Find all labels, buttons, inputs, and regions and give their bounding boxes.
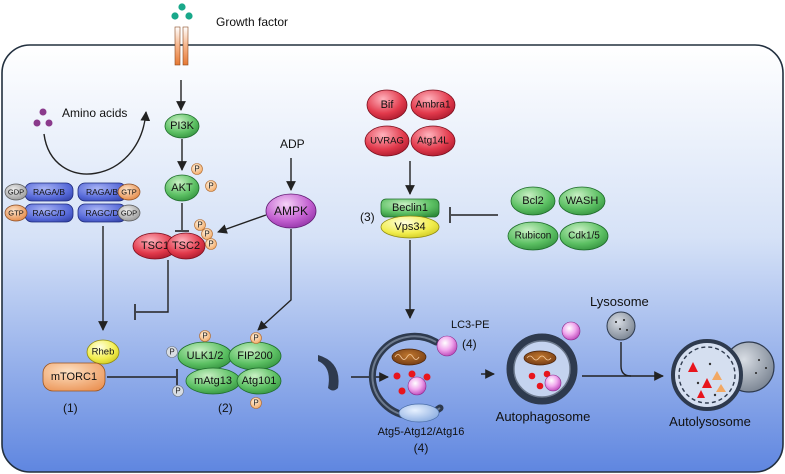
atg5-atg12-atg16-complex bbox=[398, 403, 440, 423]
svg-text:P: P bbox=[197, 221, 202, 230]
phagophore-crescent bbox=[318, 355, 339, 391]
svg-text:Atg101: Atg101 bbox=[242, 375, 277, 387]
svg-text:Bif: Bif bbox=[381, 99, 395, 111]
tsc-inhibits-rheb-line bbox=[136, 260, 169, 313]
growth-factor-label: Growth factor bbox=[216, 15, 288, 29]
svg-text:P: P bbox=[169, 348, 174, 357]
step-1-label: (1) bbox=[63, 401, 78, 415]
svg-text:Vps34: Vps34 bbox=[394, 221, 425, 233]
step-4a-label: (4) bbox=[462, 337, 477, 351]
autolysosome bbox=[671, 339, 775, 411]
svg-text:P: P bbox=[175, 387, 180, 396]
svg-text:WASH: WASH bbox=[566, 195, 599, 207]
lysosome-label: Lysosome bbox=[590, 294, 649, 309]
svg-text:UVRAG: UVRAG bbox=[370, 136, 404, 147]
svg-text:RAGA/B: RAGA/B bbox=[86, 187, 118, 197]
growth-factor-ligand bbox=[171, 3, 193, 20]
svg-text:P: P bbox=[202, 332, 207, 341]
ulk-complex: ULK1/2 FIP200 mAtg13 Atg101 P P P P P bbox=[166, 330, 282, 409]
svg-text:P: P bbox=[208, 182, 213, 191]
svg-text:TSC1: TSC1 bbox=[141, 240, 169, 252]
svg-text:Rubicon: Rubicon bbox=[515, 231, 552, 242]
svg-text:Bcl2: Bcl2 bbox=[522, 195, 543, 207]
svg-text:RAGC/D: RAGC/D bbox=[85, 208, 118, 218]
tsc-complex: TSC1 TSC2 P P P bbox=[132, 219, 217, 260]
step-2-label: (2) bbox=[218, 401, 233, 415]
svg-text:Rheb: Rheb bbox=[92, 347, 115, 358]
svg-text:GDP: GDP bbox=[121, 209, 137, 218]
lysosome bbox=[606, 311, 636, 341]
svg-text:Atg14L: Atg14L bbox=[417, 136, 449, 147]
svg-text:ULK1/2: ULK1/2 bbox=[187, 350, 224, 362]
svg-text:P: P bbox=[208, 240, 213, 249]
growth-factor-receptor bbox=[174, 26, 189, 66]
svg-text:Ambra1: Ambra1 bbox=[415, 100, 450, 111]
svg-text:GTP: GTP bbox=[121, 188, 136, 197]
amino-acid-uptake-arrow bbox=[43, 111, 151, 175]
svg-text:mAtg13: mAtg13 bbox=[194, 375, 232, 387]
svg-text:AMPK: AMPK bbox=[274, 204, 308, 218]
svg-text:GDP: GDP bbox=[8, 188, 24, 197]
atg-complex-label: Atg5-Atg12/Atg16 bbox=[378, 426, 465, 438]
adp-label: ADP bbox=[280, 137, 305, 151]
svg-text:GTP: GTP bbox=[8, 209, 23, 218]
beclin-inhibitors: Bcl2 WASH Rubicon Cdk1/5 bbox=[507, 186, 609, 251]
ampk-to-ulk-arrow bbox=[257, 229, 292, 331]
beclin-vps34-complex: Beclin1 Vps34 bbox=[380, 198, 440, 239]
autolysosome-label: Autolysosome bbox=[669, 414, 751, 429]
amino-acids-label: Amino acids bbox=[62, 106, 127, 120]
svg-text:RAGA/B: RAGA/B bbox=[33, 187, 65, 197]
rag-complex: RAGA/B RAGC/D RAGA/B RAGC/D GDP GTP GTP … bbox=[4, 182, 141, 223]
svg-text:P: P bbox=[253, 334, 258, 343]
svg-text:P: P bbox=[204, 230, 209, 239]
svg-text:Beclin1: Beclin1 bbox=[392, 202, 428, 214]
autophagosome bbox=[506, 321, 581, 405]
autophagosome-label: Autophagosome bbox=[496, 409, 591, 424]
beclin-activators: Bif Ambra1 UVRAG Atg14L bbox=[364, 89, 456, 157]
akt-phospho: P P bbox=[191, 163, 217, 192]
svg-text:P: P bbox=[194, 165, 199, 174]
amino-acids-molecules bbox=[33, 108, 53, 127]
pi3k-node: PI3K bbox=[164, 113, 200, 139]
ampk-to-tsc-arrow bbox=[217, 214, 267, 234]
lc3-pe-label: LC3-PE bbox=[451, 319, 490, 331]
rheb-node: Rheb bbox=[86, 339, 120, 365]
akt-node: AKT bbox=[164, 174, 200, 202]
svg-text:RAGC/D: RAGC/D bbox=[32, 208, 65, 218]
step-3-label: (3) bbox=[360, 210, 375, 224]
svg-text:FIP200: FIP200 bbox=[237, 350, 272, 362]
svg-text:P: P bbox=[253, 399, 258, 408]
mtorc1-node: mTORC1 bbox=[42, 362, 106, 392]
svg-text:AKT: AKT bbox=[171, 182, 193, 194]
step-4b-label: (4) bbox=[414, 441, 429, 455]
svg-text:mTORC1: mTORC1 bbox=[51, 371, 97, 383]
ampk-node: AMPK bbox=[265, 193, 317, 229]
svg-text:PI3K: PI3K bbox=[170, 120, 195, 132]
svg-text:Cdk1/5: Cdk1/5 bbox=[568, 231, 600, 242]
svg-text:TSC2: TSC2 bbox=[172, 240, 200, 252]
